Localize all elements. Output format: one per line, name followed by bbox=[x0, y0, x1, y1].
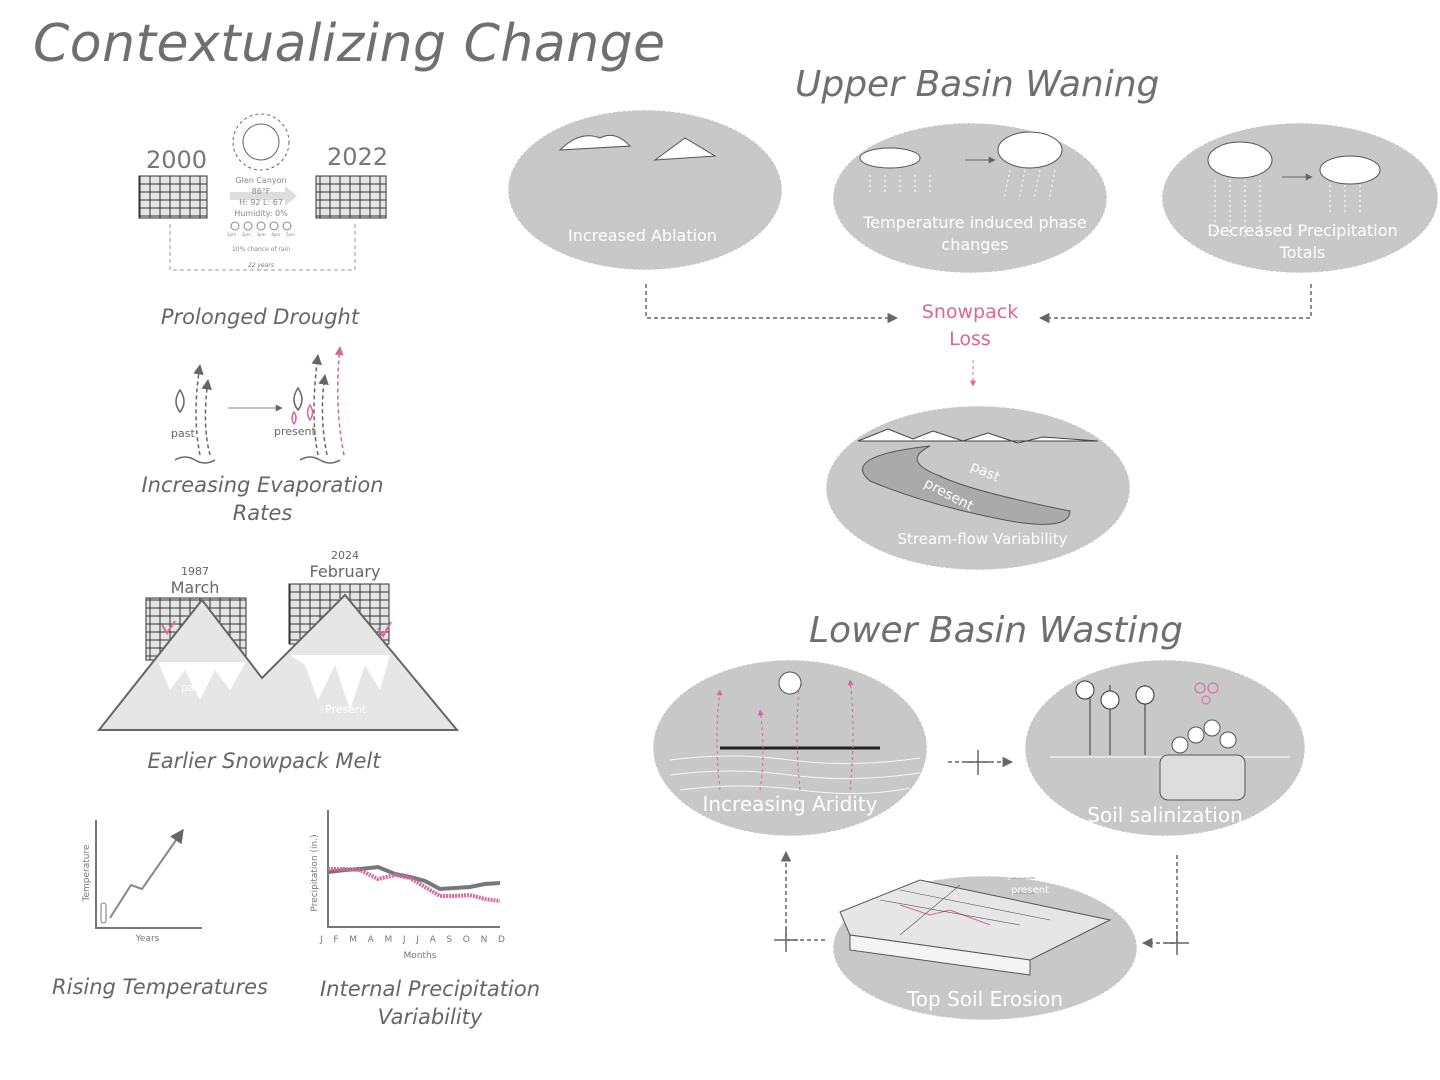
year-end: 2022 bbox=[327, 143, 389, 171]
snow-year-1: 1987 bbox=[181, 565, 209, 578]
aridity-label: Increasing Aridity bbox=[702, 792, 878, 816]
ablation-label: Increased Ablation bbox=[568, 226, 717, 245]
snow-past-label: past bbox=[181, 681, 205, 694]
snow-year-2: 2024 bbox=[331, 549, 359, 562]
lower-basin-title: Lower Basin Wasting bbox=[809, 610, 1183, 651]
phase-label-2: changes bbox=[941, 235, 1009, 254]
span-label: 22 years bbox=[247, 262, 275, 269]
month-tick: D bbox=[497, 935, 505, 945]
snowpack-loss-2: Loss bbox=[949, 328, 991, 350]
ablation-ellipse bbox=[507, 109, 783, 271]
erosion-label: Top Soil Erosion bbox=[906, 987, 1064, 1011]
phase-label-1: Temperature induced phase bbox=[863, 213, 1087, 232]
drought-illustration bbox=[138, 113, 387, 271]
sun-icon bbox=[778, 671, 802, 695]
salt-crystals bbox=[1159, 754, 1246, 801]
weather-hour-icons bbox=[230, 221, 292, 231]
hour-label: 5pm bbox=[286, 232, 295, 237]
past-series-line bbox=[327, 864, 501, 892]
evaporation-illustration bbox=[174, 346, 345, 464]
evap-past-label: past bbox=[171, 427, 195, 440]
weather-humidity: Humidity: 0% bbox=[234, 209, 288, 218]
check-icon bbox=[161, 620, 176, 635]
snow-month-1: March bbox=[170, 578, 220, 597]
month-tick: S bbox=[446, 935, 453, 945]
snow-month-2: February bbox=[309, 562, 381, 581]
month-tick: M bbox=[349, 935, 357, 945]
calendar-2000-icon bbox=[138, 175, 208, 219]
temp-ylabel: Temperature bbox=[82, 844, 92, 902]
salinization-label: Soil salinization bbox=[1087, 803, 1243, 827]
precip-xlabel: Months bbox=[403, 951, 437, 961]
streamflow-label: Stream-flow Variability bbox=[897, 530, 1068, 548]
snowmelt-caption: Earlier Snowpack Melt bbox=[147, 749, 381, 773]
upper-basin-title: Upper Basin Waning bbox=[795, 64, 1160, 105]
droplet-icon bbox=[175, 388, 185, 414]
month-tick: J bbox=[402, 935, 406, 945]
snow-present-label: Present bbox=[325, 703, 367, 716]
page-title: Contextualizing Change bbox=[33, 14, 666, 74]
evap-caption-2: Rates bbox=[232, 501, 293, 525]
month-tick: O bbox=[462, 935, 470, 945]
erosion-past-label: past bbox=[1008, 870, 1030, 881]
year-start: 2000 bbox=[146, 146, 208, 174]
month-tick: N bbox=[480, 935, 488, 945]
weather-hilo: H: 92 L: 67 bbox=[239, 198, 283, 207]
thermometer-icon bbox=[100, 902, 107, 924]
precip-label-2: Totals bbox=[1279, 243, 1326, 262]
evap-caption-1: Increasing Evaporation bbox=[141, 473, 384, 497]
precip-caption-1: Internal Precipitation bbox=[319, 977, 541, 1001]
month-tick: M bbox=[384, 935, 393, 945]
hour-label: 4pm bbox=[271, 232, 281, 237]
hour-label: 1pm bbox=[227, 232, 236, 237]
month-tick: A bbox=[429, 935, 436, 945]
precipitation-chart bbox=[327, 810, 501, 928]
month-tick: J bbox=[320, 935, 323, 945]
weather-location: Glen Canyon bbox=[235, 176, 287, 185]
month-tick: A bbox=[367, 935, 374, 945]
month-tick: J bbox=[416, 935, 419, 945]
temp-caption: Rising Temperatures bbox=[52, 975, 268, 999]
precip-ylabel: Precipitation (in.) bbox=[310, 834, 320, 912]
rain-chance: 10% chance of rain bbox=[231, 246, 291, 253]
evap-present-label: present bbox=[274, 425, 316, 438]
hour-label: 3pm bbox=[256, 232, 266, 237]
temp-xlabel: Years bbox=[135, 934, 160, 944]
streamflow-ellipse bbox=[825, 405, 1131, 571]
erosion-present-label: present bbox=[1011, 885, 1050, 896]
temperature-chart bbox=[95, 820, 202, 929]
calendar-2022-icon bbox=[315, 175, 387, 219]
month-tick: F bbox=[333, 935, 339, 945]
hour-label: 2pm bbox=[241, 232, 251, 237]
snowmelt-illustration bbox=[96, 583, 460, 731]
arrow-icon bbox=[230, 186, 297, 206]
precip-caption-2: Variability bbox=[377, 1005, 483, 1029]
sun-icon bbox=[232, 113, 290, 171]
snowpack-loss-1: Snowpack bbox=[921, 301, 1019, 323]
weather-temp: 86°F bbox=[251, 187, 271, 196]
present-series-line bbox=[328, 867, 501, 903]
drought-caption: Prolonged Drought bbox=[160, 305, 360, 329]
check-icon bbox=[377, 621, 392, 638]
precip-label-1: Decreased Precipitation bbox=[1207, 221, 1398, 240]
